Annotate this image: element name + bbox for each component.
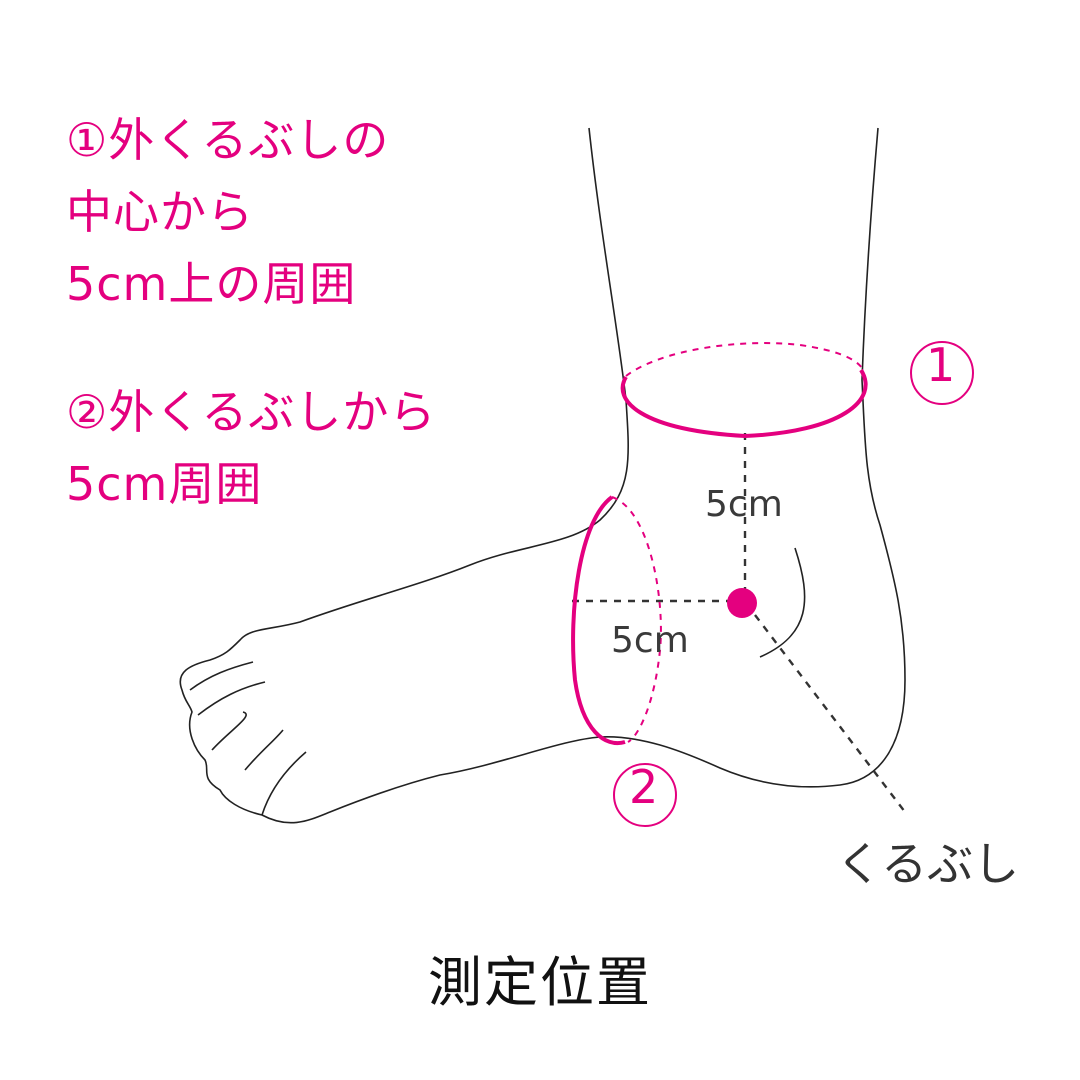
figure-caption: 測定位置: [428, 951, 652, 1014]
marker-2-circle: [613, 763, 677, 827]
marker-2-number: 2: [629, 760, 659, 814]
measurement-guides: [572, 433, 906, 813]
measurement-1-line-1: ①外くるぶしの: [66, 113, 390, 167]
measurement-2-line-2: 5cm周囲: [66, 457, 263, 511]
measurement-1-line-3: 5cm上の周囲: [66, 257, 357, 311]
leg-outline: [179, 127, 906, 824]
measurement-ring-2: [571, 495, 662, 746]
vertical-distance-label: 5cm: [705, 484, 783, 525]
marker-1-number: 1: [926, 338, 956, 392]
measurement-2-line-1: ②外くるぶしから: [66, 385, 437, 439]
measurement-ring-1: [620, 342, 868, 439]
ankle-bone-leader: [754, 614, 906, 813]
measurement-1-line-2: 中心から: [66, 185, 254, 239]
horizontal-distance-label: 5cm: [611, 620, 689, 661]
ankle-bone-label: くるぶし: [836, 837, 1020, 891]
measurement-1-description: ①外くるぶしの 中心から 5cm上の周囲: [66, 104, 389, 320]
marker-1-circle: [910, 341, 974, 405]
ankle-bone-marker: [727, 588, 757, 618]
measurement-2-description: ②外くるぶしから 5cm周囲: [66, 376, 436, 520]
